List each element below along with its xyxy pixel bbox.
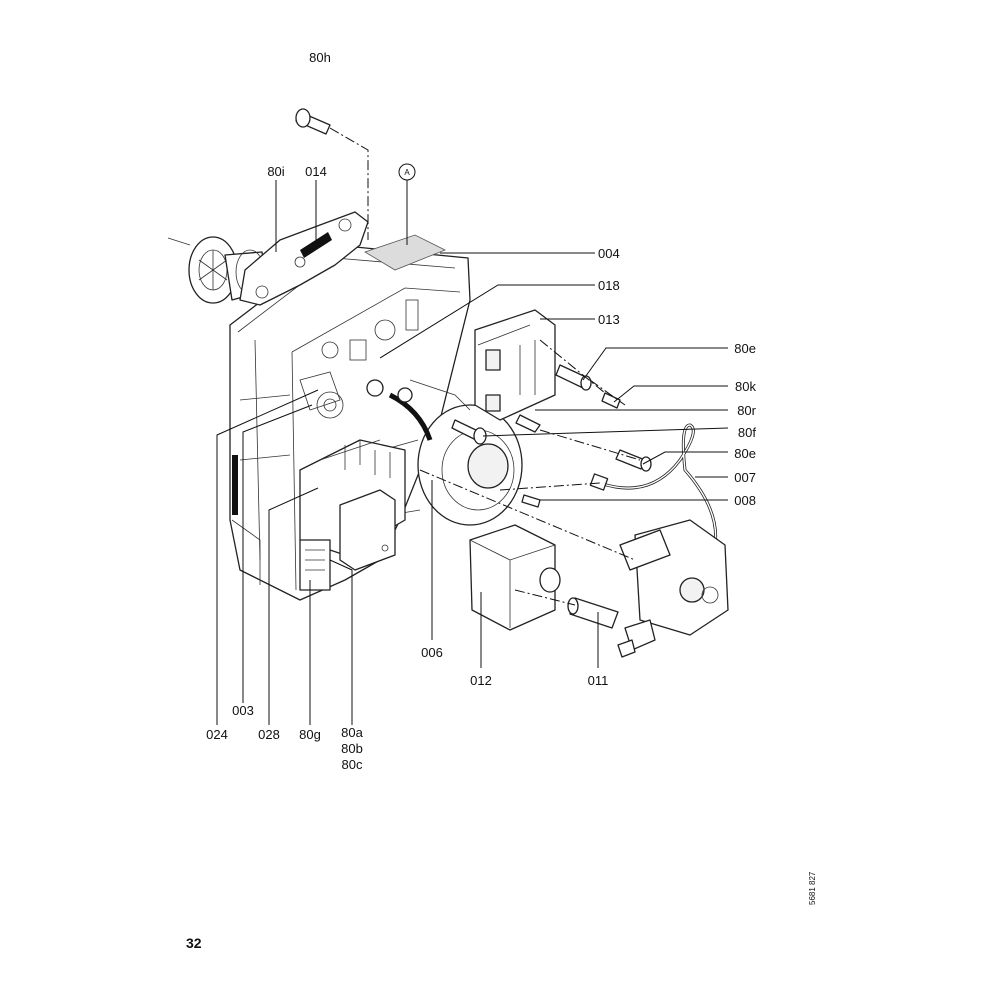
label-80k: 80k bbox=[735, 379, 756, 394]
label-018: 018 bbox=[598, 278, 620, 293]
page-number: 32 bbox=[186, 935, 202, 951]
ignition-unit bbox=[474, 309, 556, 421]
label-011: 011 bbox=[588, 673, 609, 688]
drawing-code: 5681 827 bbox=[808, 871, 817, 905]
label-013: 013 bbox=[598, 312, 620, 327]
label-008: 008 bbox=[734, 493, 756, 508]
axis-lines bbox=[329, 127, 641, 606]
label-024: 024 bbox=[206, 727, 228, 742]
label-80r: 80r bbox=[737, 403, 756, 418]
label-80f: 80f bbox=[738, 425, 756, 440]
oil-pump bbox=[617, 519, 729, 658]
label-012: 012 bbox=[470, 673, 492, 688]
label-004: 004 bbox=[598, 246, 620, 261]
label-80a: 80a bbox=[341, 725, 363, 740]
part-labels: 80h 80i 014 A 004 018 013 80e 80k 80r 80… bbox=[206, 50, 757, 772]
blower-housing bbox=[359, 379, 523, 526]
burner-housing bbox=[229, 234, 471, 601]
fuel-line bbox=[521, 423, 718, 546]
label-80i: 80i bbox=[267, 164, 284, 179]
control-unit bbox=[299, 439, 406, 591]
label-014: 014 bbox=[305, 164, 327, 179]
label-80b: 80b bbox=[341, 741, 363, 756]
label-028: 028 bbox=[258, 727, 280, 742]
fan-motor bbox=[167, 211, 369, 306]
label-80c: 80c bbox=[342, 757, 363, 772]
label-003: 003 bbox=[232, 703, 254, 718]
reference-marker-a: A bbox=[398, 163, 416, 245]
label-80g: 80g bbox=[299, 727, 321, 742]
label-80e-top: 80e bbox=[734, 341, 756, 356]
label-80e-bottom: 80e bbox=[734, 446, 756, 461]
leader-lines bbox=[216, 180, 729, 725]
transformer bbox=[469, 524, 561, 631]
label-007: 007 bbox=[734, 470, 756, 485]
label-80h: 80h bbox=[309, 50, 331, 65]
nozzle-filter bbox=[567, 597, 619, 629]
svg-text:A: A bbox=[404, 168, 410, 177]
label-006: 006 bbox=[421, 645, 443, 660]
